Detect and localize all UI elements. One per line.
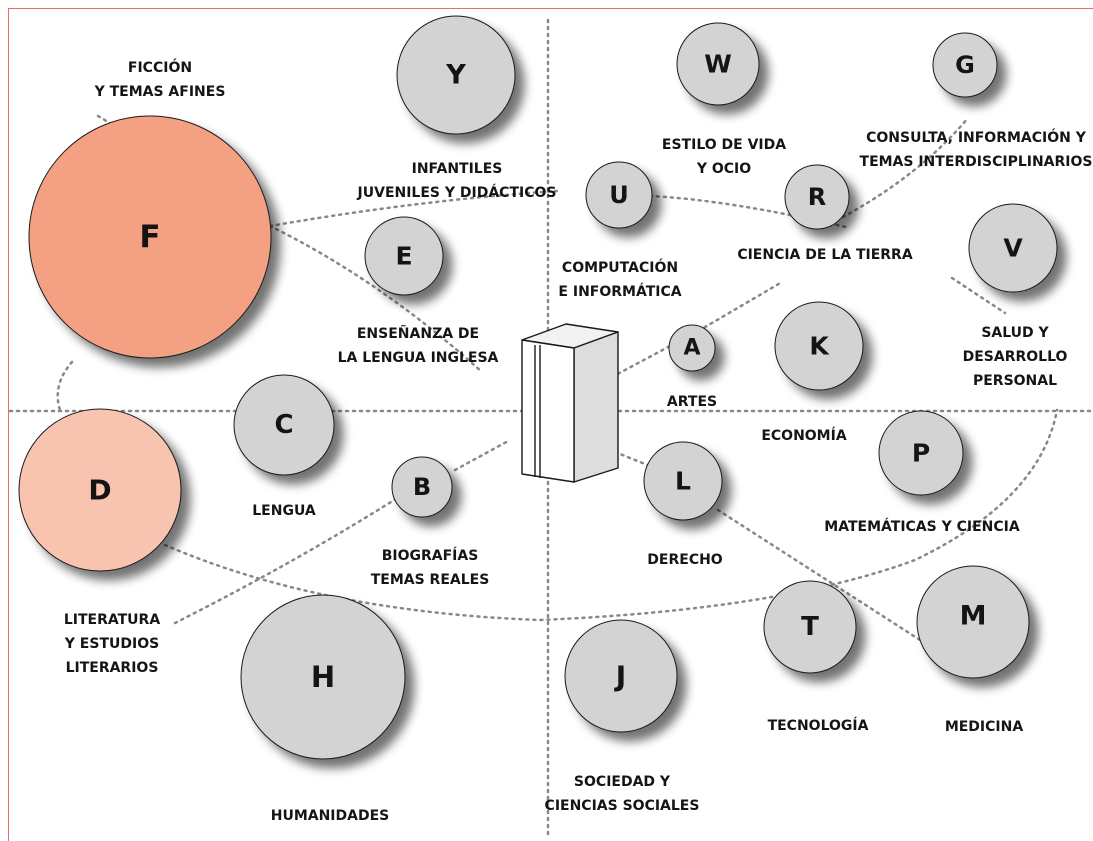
circle-f[interactable] [28, 115, 272, 359]
letter-m: M [960, 601, 987, 632]
label-p: MATEMÁTICAS Y CIENCIA [824, 519, 1020, 535]
book-front [521, 339, 575, 483]
circle-c[interactable] [233, 374, 335, 476]
label-c: LENGUA [252, 503, 316, 519]
circle-y[interactable] [396, 15, 516, 135]
letter-b: B [413, 473, 431, 501]
letter-a: A [683, 336, 700, 361]
connector-f-d [56, 360, 74, 412]
letter-k: K [809, 332, 830, 361]
label-t: TECNOLOGÍA [767, 718, 869, 734]
letter-d: D [88, 474, 111, 507]
label-r: CIENCIA DE LA TIERRA [737, 247, 913, 263]
circle-g[interactable] [932, 32, 998, 98]
letter-r: R [808, 183, 826, 211]
circle-a[interactable] [668, 324, 716, 372]
letter-j: J [614, 660, 626, 693]
circle-m[interactable] [916, 565, 1030, 679]
label-m: MEDICINA [944, 719, 1024, 735]
letter-g: G [955, 51, 975, 79]
frame-border-top [8, 8, 1093, 9]
connector-book-l [613, 450, 652, 468]
connector-r-g [841, 116, 970, 219]
connector-l-m [716, 508, 922, 642]
letter-t: T [801, 612, 819, 642]
circle-w[interactable] [676, 22, 760, 106]
circle-k[interactable] [774, 301, 864, 391]
circle-h[interactable] [240, 594, 406, 760]
letter-f: F [139, 219, 160, 255]
connector-f-book [268, 224, 484, 374]
label-h: HUMANIDADES [270, 808, 390, 824]
label-k: ECONOMÍA [761, 428, 847, 444]
circle-u[interactable] [585, 161, 653, 229]
connector-d-b [173, 488, 412, 625]
category-circles [18, 15, 1058, 760]
letter-e: E [395, 242, 412, 271]
frame-border-left [8, 8, 9, 841]
circle-e[interactable] [364, 216, 444, 296]
circle-b[interactable] [391, 456, 453, 518]
circle-l[interactable] [643, 441, 723, 521]
letter-w: W [704, 50, 732, 79]
connector-f-y [268, 189, 559, 228]
label-l: DERECHO [647, 552, 723, 568]
label-a: ARTES [666, 394, 718, 410]
letter-c: C [274, 410, 293, 440]
book-side [573, 331, 619, 483]
book-icon [521, 323, 619, 483]
circle-p[interactable] [878, 410, 964, 496]
circle-r[interactable] [784, 164, 850, 230]
letter-v: V [1003, 234, 1023, 263]
connector-u-r [648, 194, 852, 230]
circle-letters: F Y W G U R E V A K C D B L P T M H J [88, 50, 1023, 695]
connector-b-book [453, 438, 512, 472]
letter-l: L [675, 467, 691, 496]
circle-v[interactable] [968, 203, 1058, 293]
circle-j[interactable] [564, 619, 678, 733]
letter-p: P [912, 439, 930, 468]
connector-arc [163, 408, 1059, 622]
circle-t[interactable] [763, 580, 857, 674]
letter-h: H [311, 660, 335, 694]
letter-y: Y [445, 60, 466, 91]
letter-u: U [609, 181, 629, 209]
circle-d[interactable] [18, 408, 182, 572]
